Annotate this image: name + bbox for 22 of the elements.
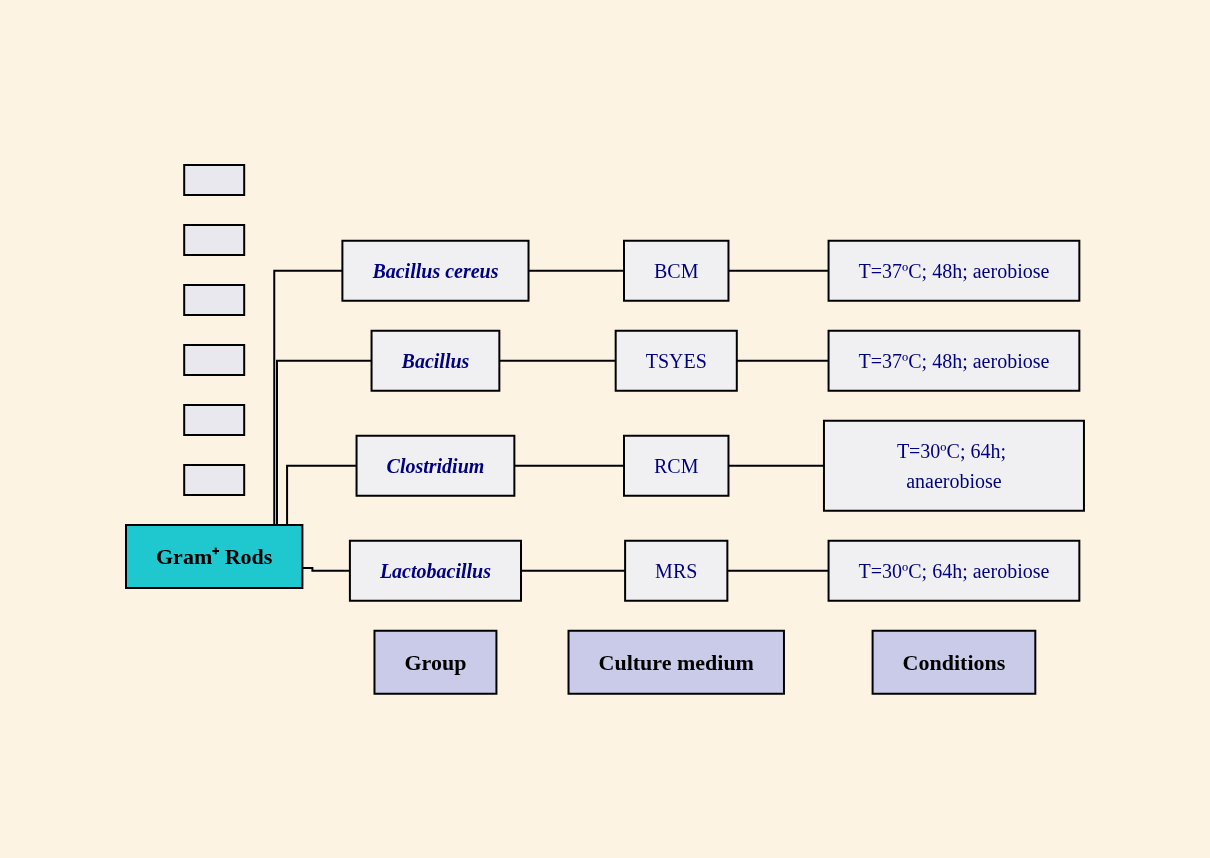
- node-box: BCM: [623, 239, 730, 302]
- node-box: Culture medium: [567, 629, 785, 695]
- node-box: [183, 463, 246, 496]
- node-box: MRS: [624, 539, 729, 602]
- node-box: T=37ºC; 48h; aerobiose: [827, 239, 1081, 302]
- node-box: [183, 403, 246, 436]
- node-box: Bacillus cereus: [341, 239, 530, 302]
- node-box: T=30ºC; 64h; aerobiose: [827, 539, 1081, 602]
- node-box: Clostridium: [355, 434, 516, 497]
- node-box: Group: [373, 629, 498, 695]
- node-box: [183, 343, 246, 376]
- node-box: T=37ºC; 48h; aerobiose: [827, 329, 1081, 392]
- node-box: TSYES: [614, 329, 738, 392]
- node-box: [183, 283, 246, 316]
- node-box: Gram⁺ Rods: [125, 523, 304, 589]
- node-box: Bacillus: [370, 329, 501, 392]
- node-box: [183, 163, 246, 196]
- node-box: Lactobacillus: [348, 539, 522, 602]
- node-box: RCM: [623, 434, 730, 497]
- node-box: [183, 223, 246, 256]
- node-box: T=30ºC; 64h; anaerobiose: [822, 419, 1085, 512]
- node-box: Conditions: [871, 629, 1037, 695]
